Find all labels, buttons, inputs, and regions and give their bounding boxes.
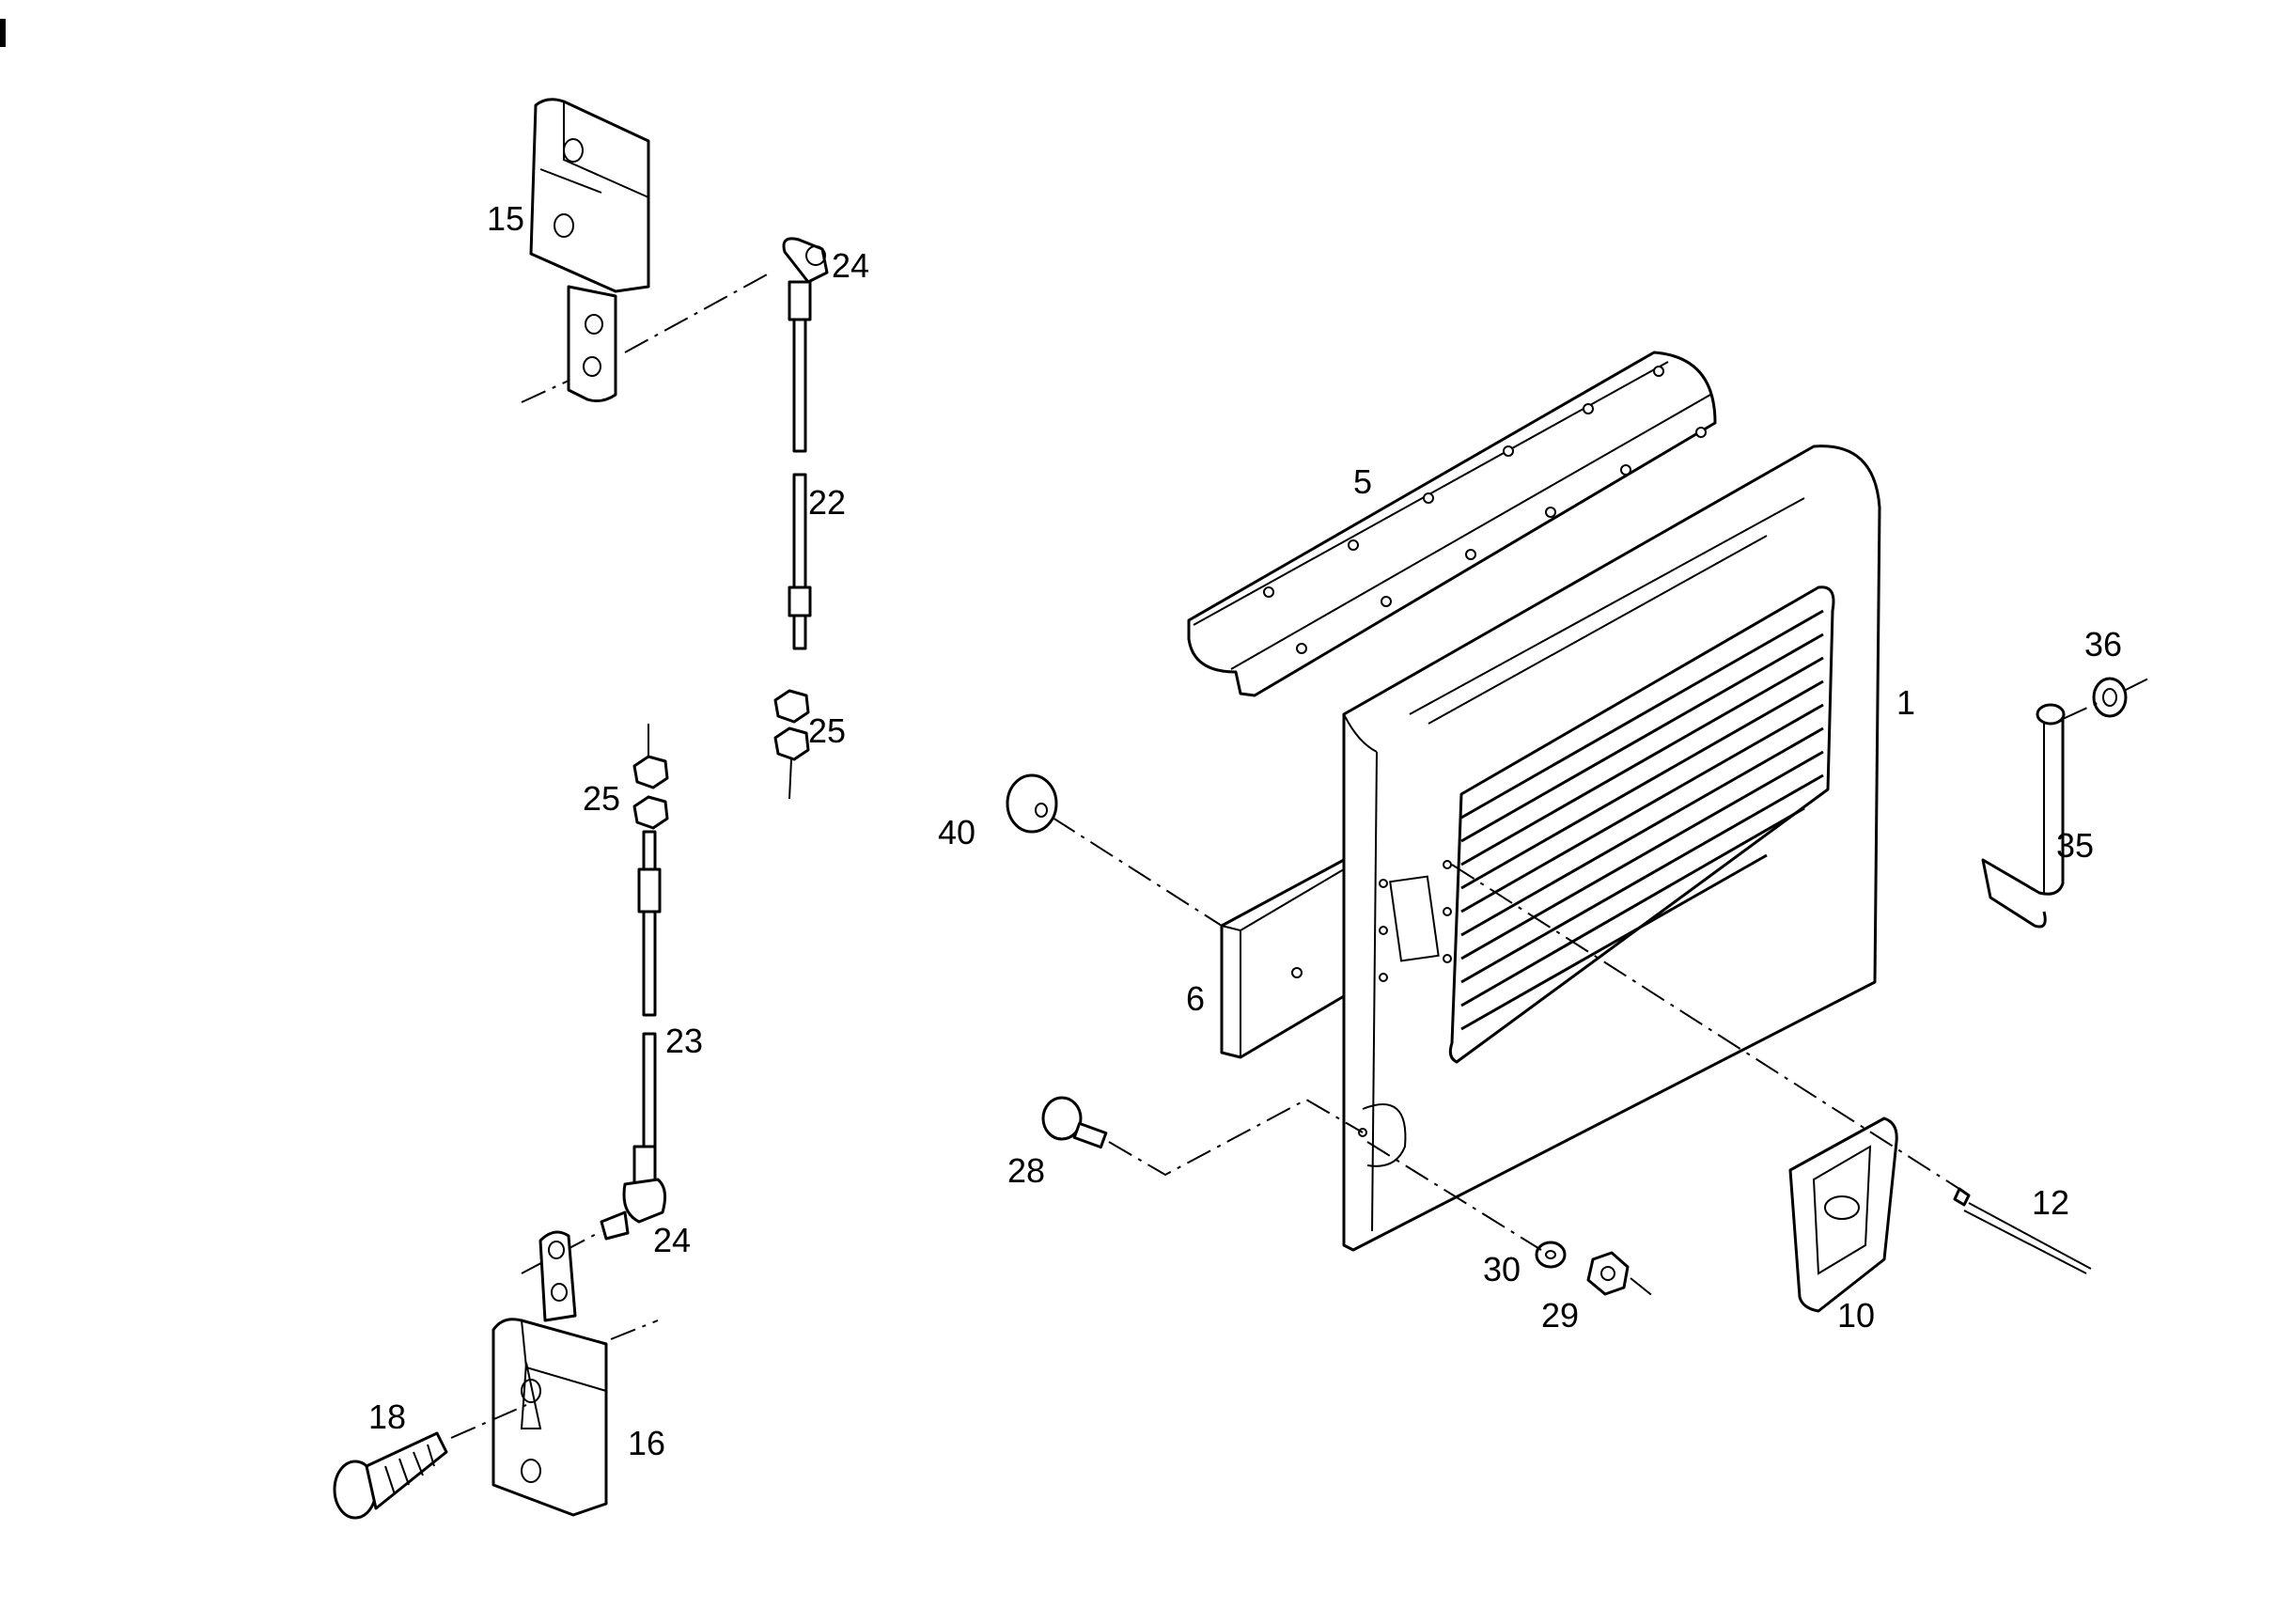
lower-elbow-fitting: [600, 1145, 667, 1241]
leader-28: [1108, 1098, 1364, 1177]
screw-part: [333, 1431, 448, 1520]
part-label-25-top: 25: [808, 711, 846, 750]
leader-18: [450, 1404, 527, 1439]
nut-part: [1586, 1251, 1630, 1296]
lock-washer: [2092, 677, 2128, 718]
part-label-6: 6: [1186, 979, 1205, 1018]
lower-latch: [491, 1230, 608, 1517]
upper-elbow-fitting: [782, 237, 829, 321]
part-label-10: 10: [1837, 1296, 1875, 1335]
lower-nuts: [632, 724, 669, 830]
part-label-35: 35: [2056, 826, 2094, 865]
leader-29-30: [1366, 1141, 1655, 1298]
grille-lines: [1460, 609, 1824, 1031]
part-label-23: 23: [665, 1022, 703, 1060]
part-label-22: 22: [808, 483, 846, 522]
bolt-part: [1041, 1096, 1108, 1149]
part-label-12: 12: [2032, 1183, 2069, 1222]
upper-rod: [788, 318, 812, 650]
leader-40: [1052, 817, 1223, 927]
pin-part: [1953, 1187, 2092, 1274]
part-label-16: 16: [628, 1424, 665, 1462]
part-label-1: 1: [1896, 683, 1915, 722]
lower-rod: [637, 830, 662, 1148]
door-panel: [1342, 445, 1881, 1252]
crank-rod: [1981, 703, 2066, 929]
corner-mark: [0, 19, 6, 47]
top-rail: [1187, 351, 1717, 697]
part-label-15: 15: [487, 199, 524, 238]
part-label-28: 28: [1007, 1151, 1045, 1190]
leader-12: [1451, 864, 1960, 1190]
part-label-30: 30: [1483, 1250, 1521, 1288]
part-label-24-top: 24: [832, 246, 869, 285]
part-label-25-bottom: 25: [583, 779, 620, 818]
leader-15: [521, 272, 772, 403]
upper-nuts: [773, 689, 810, 800]
part-label-40: 40: [938, 813, 975, 851]
handle-plate: [1788, 1116, 1898, 1313]
part-label-18: 18: [368, 1398, 406, 1436]
leader-35-36: [2062, 676, 2153, 720]
knob-part: [1006, 773, 1058, 834]
part-label-24-bottom: 24: [653, 1221, 691, 1259]
part-label-29: 29: [1541, 1296, 1579, 1335]
part-label-36: 36: [2084, 625, 2122, 664]
foam-block: [1220, 858, 1346, 1059]
washer-part: [1535, 1241, 1567, 1269]
upper-latch: [529, 98, 650, 403]
part-label-5: 5: [1353, 462, 1372, 501]
leader-16: [610, 1320, 659, 1340]
